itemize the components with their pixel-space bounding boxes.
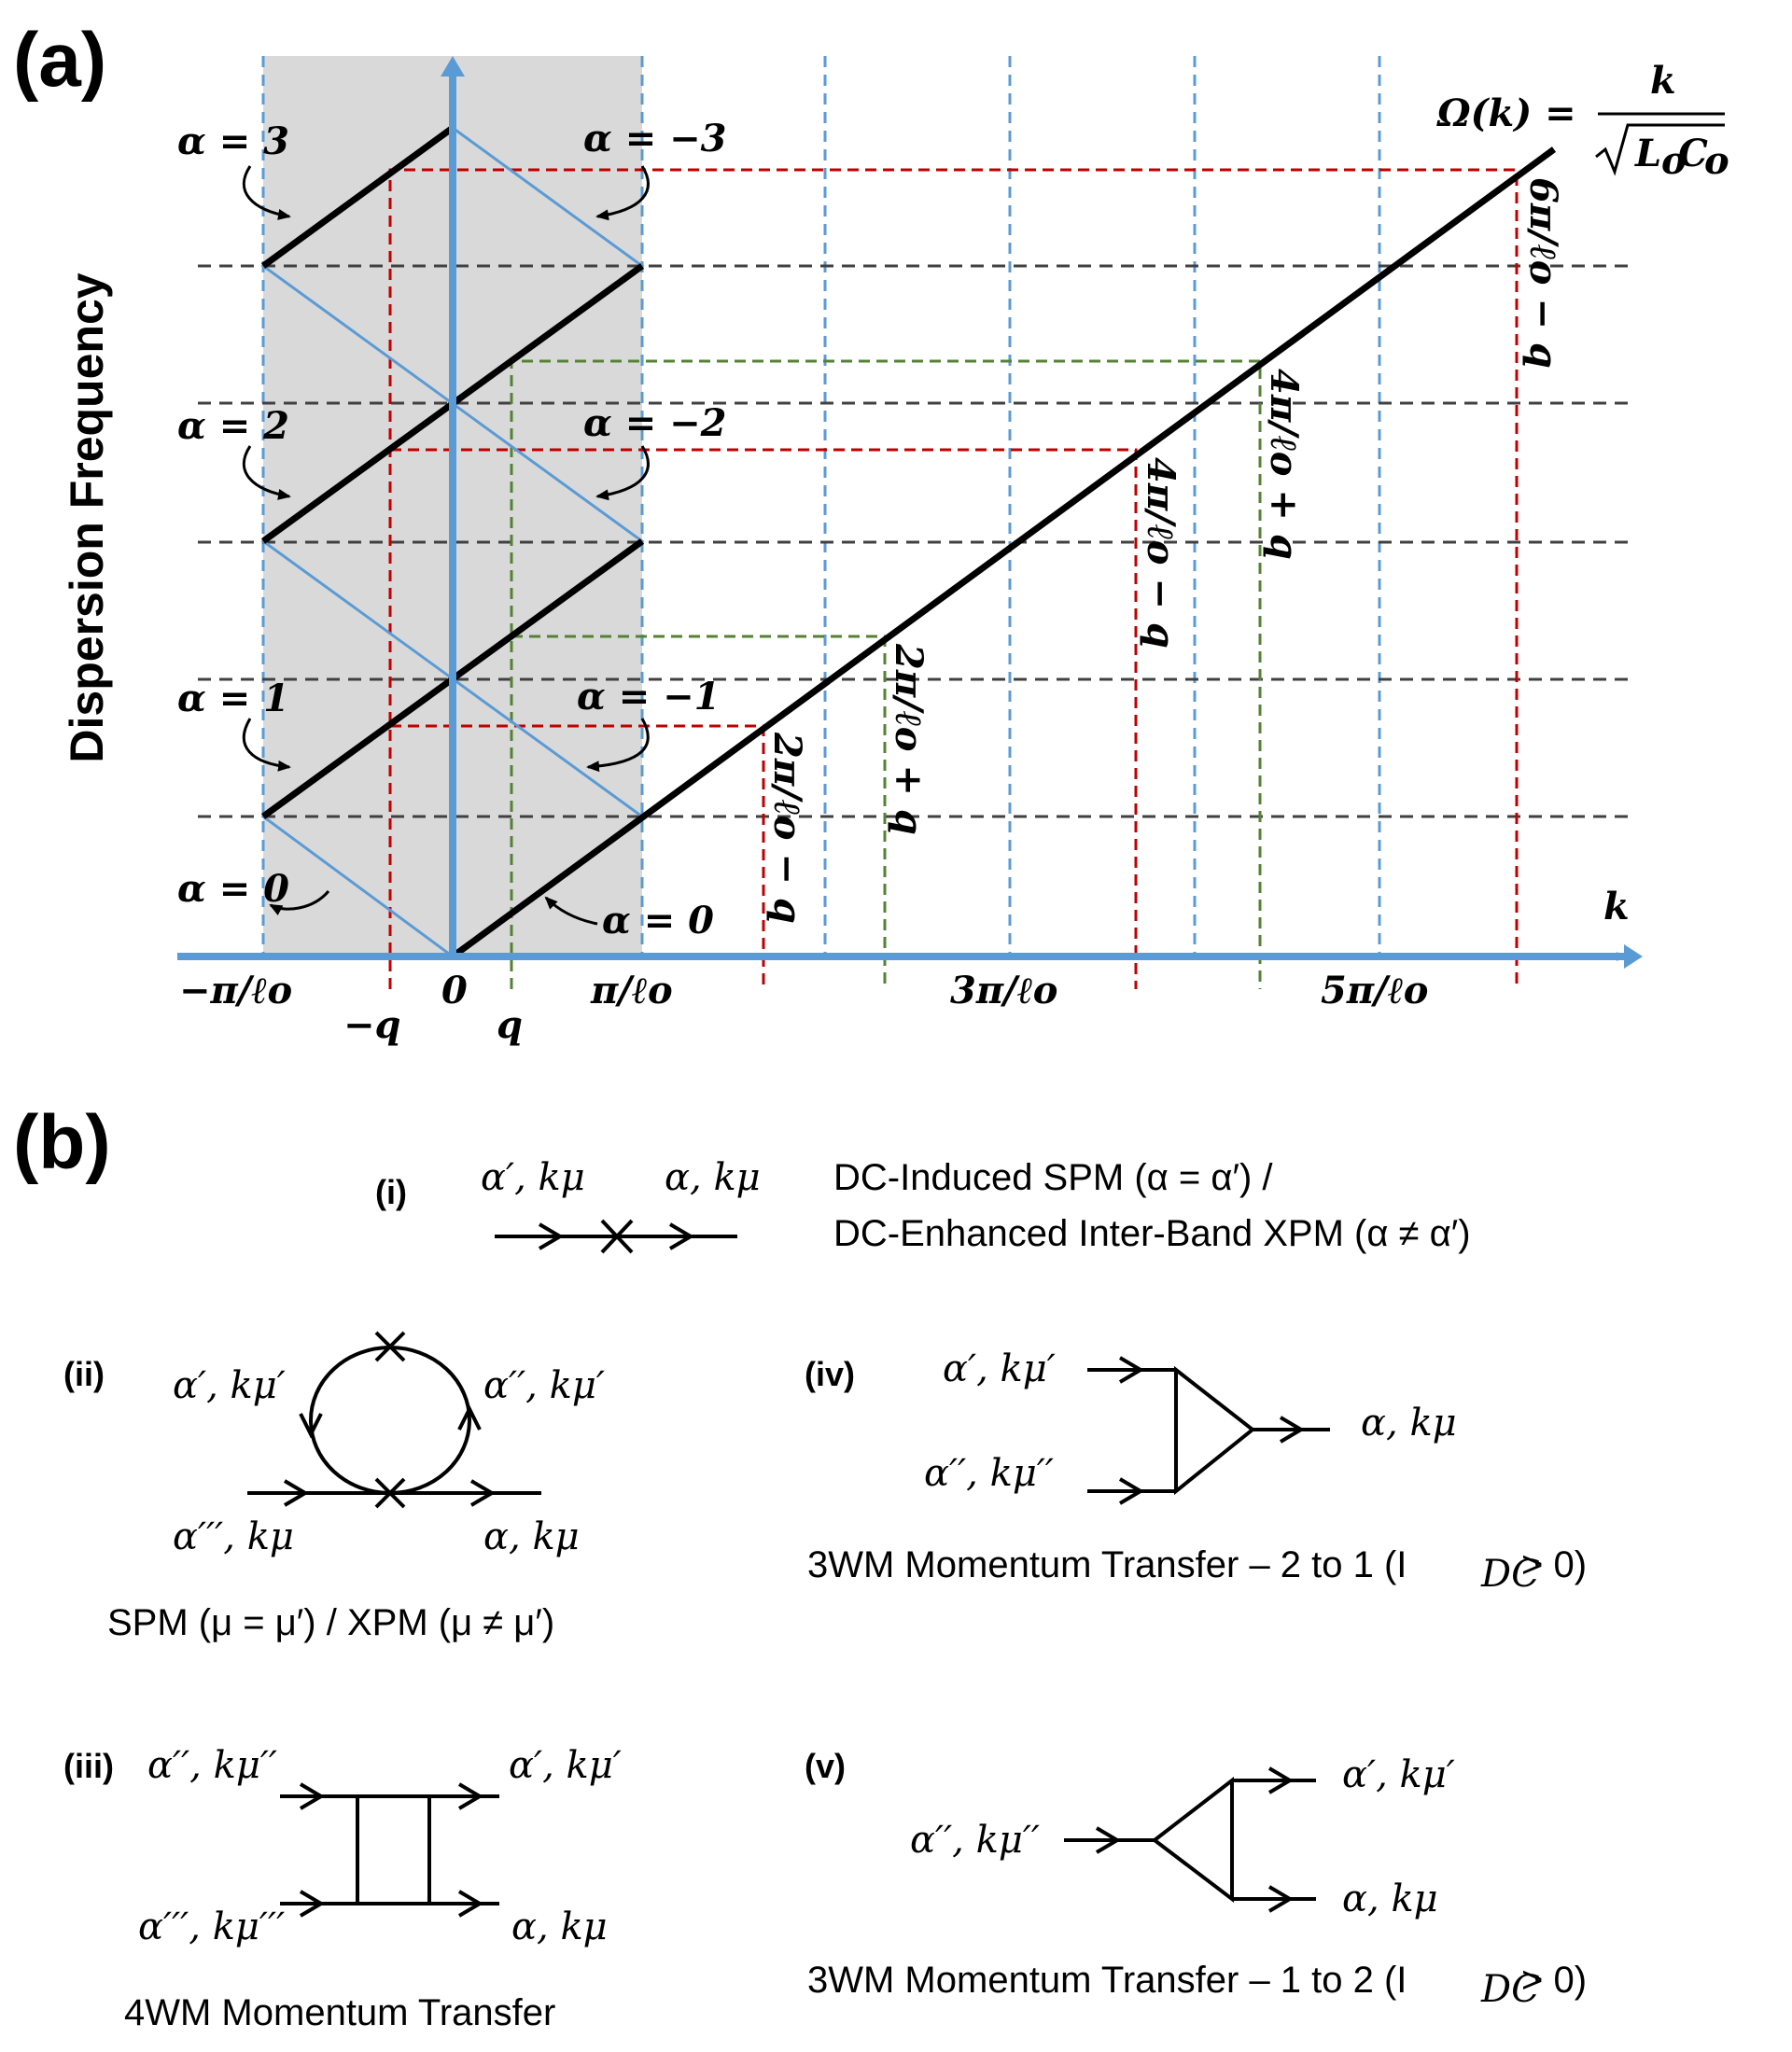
iv-caption-end: > 0) (1521, 1544, 1587, 1585)
v-caption-sub: DC (1480, 1968, 1540, 2011)
alpha-label-0-right: α = 0 (602, 899, 714, 942)
dispersion-eq-den-sub2: o (1704, 139, 1729, 183)
tick-pi: π/ℓo (590, 969, 673, 1012)
label-6pi-minus-q: 6π/ℓo − q (1521, 177, 1565, 369)
iii-bottom-right: α, kμ (511, 1905, 608, 1948)
tag-ii: (ii) (63, 1355, 105, 1393)
panel-b-label: (b) (13, 1100, 111, 1185)
tick-neg-pi: −π/ℓo (179, 969, 292, 1012)
label-2pi-plus-q: 2π/ℓo + q (887, 643, 931, 835)
iii-bottom-left: α′′′, kμ′′′ (138, 1905, 285, 1948)
tick-zero: 0 (441, 969, 468, 1012)
alpha-label-2: α = 2 (177, 404, 289, 448)
dispersion-eq-den-C: C (1678, 132, 1708, 175)
axes (177, 56, 1643, 969)
diagram-iv: (iv) α′, kμ′ α′′, kμ′′ α, kμ 3WM Momentu… (805, 1347, 1587, 1596)
ii-bottom-left: α′′′, kμ (173, 1515, 294, 1558)
tick-5pi: 5π/ℓo (1321, 969, 1429, 1012)
ii-caption: SPM (μ = μ′) / XPM (μ ≠ μ′) (107, 1602, 554, 1643)
i-desc-1: DC-Induced SPM (α = α′) / (833, 1157, 1273, 1198)
panel-a-label: (a) (13, 18, 106, 103)
v-caption-end: > 0) (1521, 1960, 1587, 2001)
alpha-label-3: α = 3 (177, 119, 289, 163)
iv-in2: α′′, kμ′′ (924, 1452, 1054, 1495)
iv-in1: α′, kμ′ (943, 1347, 1056, 1390)
diagram-i: (i) α′, kμ α, kμ DC-Induced SPM (α = α′)… (375, 1156, 1471, 1254)
alpha-label-0: α = 0 (177, 867, 289, 911)
iii-top-right: α′, kμ′ (509, 1744, 622, 1787)
iv-caption: 3WM Momentum Transfer – 2 to 1 (I (807, 1544, 1407, 1585)
dispersion-eq-den-L: L (1634, 132, 1661, 175)
diagram-v: (v) α′′, kμ′′ α′, kμ′ α, kμ 3WM Momentum… (805, 1747, 1587, 2011)
alpha-label-neg3: α = −3 (583, 117, 727, 161)
dispersion-eq-num: k (1650, 59, 1676, 103)
zone-boundaries (261, 56, 1381, 956)
tag-iii: (iii) (63, 1747, 114, 1785)
pointer-arrows (242, 165, 650, 926)
i-desc-2: DC-Enhanced Inter-Band XPM (α ≠ α′) (833, 1213, 1471, 1254)
tick-q: q (497, 1003, 523, 1047)
label-4pi-minus-q: 4π/ℓo − q (1139, 457, 1183, 649)
tag-i: (i) (375, 1173, 407, 1211)
ii-bottom-right: α, kμ (483, 1515, 580, 1558)
dispersion-equation: Ω(k) = k L o C o (1436, 59, 1729, 183)
tag-v: (v) (805, 1747, 846, 1785)
label-2pi-minus-q: 2π/ℓo − q (765, 732, 809, 924)
v-out2: α, kμ (1342, 1878, 1438, 1920)
v-out1: α′, kμ′ (1342, 1753, 1455, 1796)
label-4pi-plus-q: 4π/ℓo + q (1262, 369, 1306, 560)
x-axis-symbol: k (1603, 885, 1630, 928)
ii-top-left: α′, kμ′ (173, 1364, 286, 1407)
iii-top-left: α′′, kμ′′ (147, 1744, 277, 1787)
alpha-label-neg1: α = −1 (577, 675, 721, 719)
alpha-label-1: α = 1 (177, 677, 289, 720)
diagram-ii: (ii) α′, kμ′ α′′, kμ′ α′′′, kμ α, kμ SPM… (63, 1331, 605, 1643)
i-left-label: α′, kμ (481, 1156, 585, 1199)
tick-neg-q: −q (343, 1003, 400, 1047)
x-tick-labels: −π/ℓo 0 π/ℓo 3π/ℓo 5π/ℓo −q q (179, 969, 1429, 1047)
dispersion-eq-den-sub1: o (1661, 139, 1687, 183)
vertical-labels: 2π/ℓo − q 2π/ℓo + q 4π/ℓo − q 4π/ℓo + q … (765, 177, 1565, 924)
alpha-label-neg2: α = −2 (583, 401, 727, 445)
tick-3pi: 3π/ℓo (950, 969, 1058, 1012)
v-caption: 3WM Momentum Transfer – 1 to 2 (I (807, 1960, 1407, 2001)
v-in: α′′, kμ′′ (910, 1819, 1040, 1862)
diagram-iii: (iii) α′′, kμ′′ α′, kμ′ α′′′, kμ′′′ α, k… (63, 1744, 622, 2033)
ii-top-right: α′′, kμ′ (483, 1364, 605, 1407)
iv-out: α, kμ (1361, 1402, 1457, 1445)
i-right-label: α, kμ (665, 1156, 761, 1199)
tag-iv: (iv) (805, 1355, 855, 1393)
iii-caption: 4WM Momentum Transfer (124, 1992, 555, 2033)
y-axis-label: Dispersion Frequency (61, 272, 113, 762)
iv-caption-sub: DC (1480, 1553, 1540, 1596)
alpha-labels: α = 3 α = 2 α = 1 α = 0 α = −3 α = −2 α … (177, 117, 727, 942)
dispersion-eq-lhs: Ω(k) = (1436, 91, 1576, 135)
